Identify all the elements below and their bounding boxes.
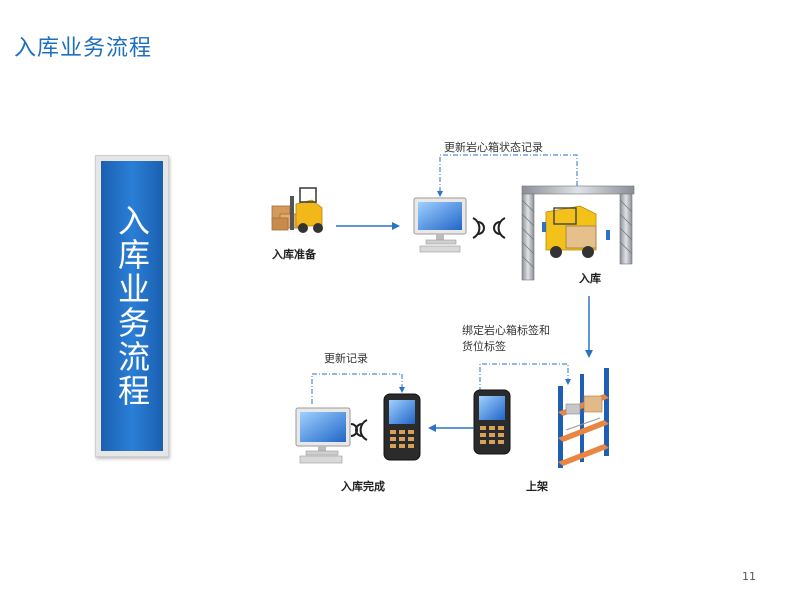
gate-label: 入库 [579,272,601,285]
side-title-panel: 入库业务流程 [95,155,169,457]
handheld-terminal-icon [383,393,421,461]
bind-note-line2: 货位标签 [462,340,506,353]
computer-icon [413,197,467,253]
handheld-scanner-icon [473,389,511,455]
dashed-bind-tags-line [479,363,571,392]
page-title: 入库业务流程 [14,36,153,61]
shelving-label: 上架 [526,480,548,493]
forklift-icon [271,187,323,233]
dashed-update-record-line [311,373,405,404]
update-record-note: 更新记录 [324,352,368,365]
wireless-signal-icon [350,419,368,441]
rfid-gate-icon [521,185,635,281]
wireless-signal-icon [472,217,506,239]
update-status-note: 更新岩心箱状态记录 [444,141,543,154]
computer-icon [295,407,351,464]
bind-note-line1: 绑定岩心箱标签和 [462,324,550,337]
page-number: 11 [742,570,756,583]
storage-shelf-icon [558,368,609,468]
prepare-label: 入库准备 [272,248,316,261]
complete-label: 入库完成 [341,480,385,493]
side-title-text: 入库业务流程 [101,161,163,451]
